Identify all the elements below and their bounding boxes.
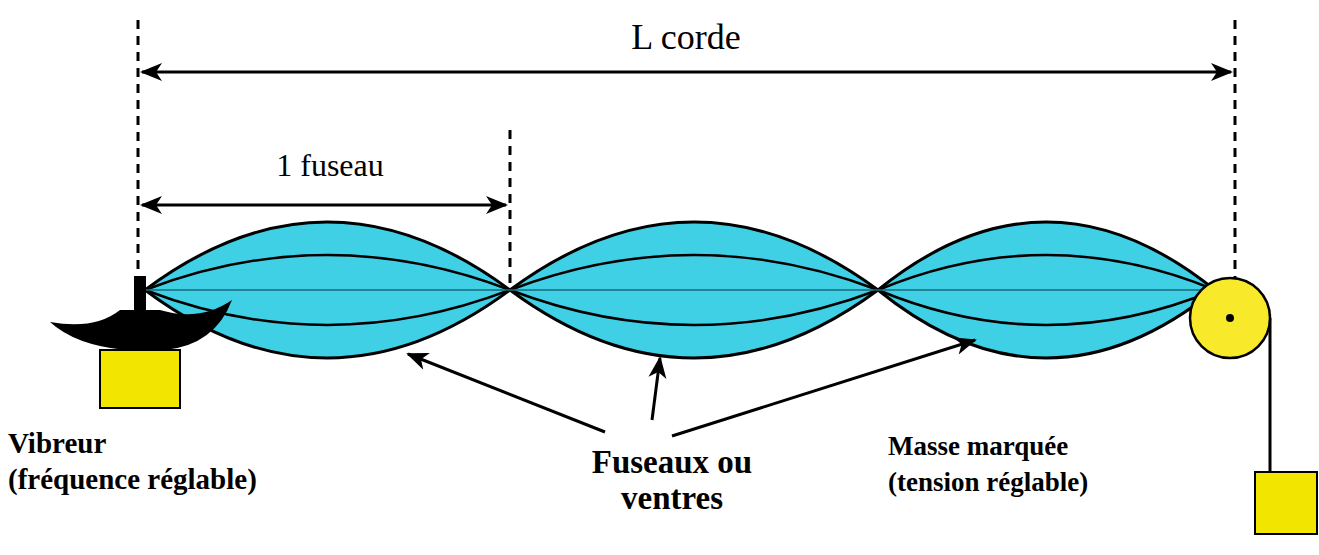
string-positions bbox=[145, 255, 1215, 325]
mass-note: (tension réglable) bbox=[888, 468, 1088, 498]
length-label: L corde bbox=[631, 18, 741, 58]
length-arrow bbox=[142, 71, 1231, 74]
spindle-arrow bbox=[142, 204, 506, 207]
pulley-mass bbox=[1190, 278, 1317, 534]
spindles-label: Fuseaux ou ventres bbox=[585, 444, 760, 517]
spindle-label: 1 fuseau bbox=[276, 148, 384, 183]
vibrator bbox=[50, 276, 232, 408]
vibrator-note: (fréquence réglable) bbox=[8, 464, 257, 496]
spindles bbox=[145, 222, 1215, 358]
mass-label: Masse marquée bbox=[888, 432, 1068, 462]
leader-arrows bbox=[408, 340, 975, 436]
vibrator-label: Vibreur bbox=[8, 428, 106, 460]
